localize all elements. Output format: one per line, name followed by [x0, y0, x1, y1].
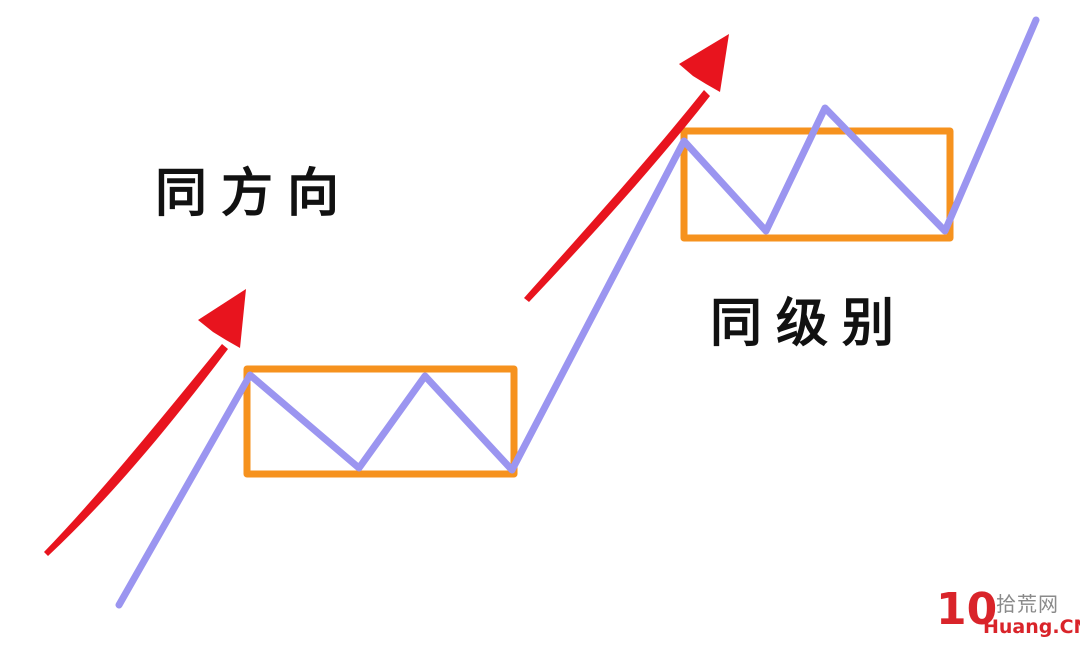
watermark-domain: Huang.CN: [983, 616, 1080, 638]
watermark-logo-number: 10: [936, 584, 998, 635]
watermark-site-name: 拾荒网: [996, 592, 1059, 616]
trend-arrow-upper: [524, 34, 729, 302]
site-watermark: 10 拾荒网 Huang.CN: [936, 588, 1080, 642]
trend-arrow-lower: [44, 289, 246, 556]
same-level-label: 同级别: [710, 294, 909, 354]
price-path: [115, 16, 1040, 609]
consolidation-box-lower: [243, 365, 518, 478]
same-direction-label: 同方向: [155, 164, 354, 224]
